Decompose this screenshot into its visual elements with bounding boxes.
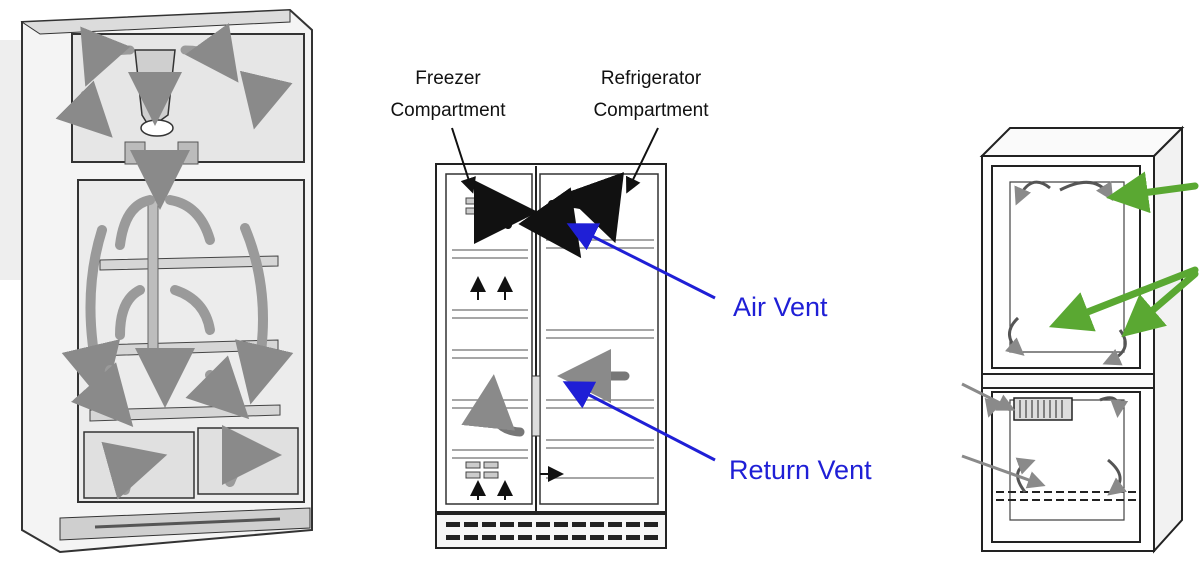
incoming-air-arrow: [961, 454, 1046, 489]
side-by-side-fridge-illustration: Freezer Compartment Refrigerator Compart…: [390, 68, 872, 549]
green-callout-arrows: [1048, 171, 1199, 338]
air-vent-pointer: [566, 223, 716, 300]
freezer-compartment-label-line1: Freezer: [415, 68, 481, 89]
return-vent-airflow-arrows: [461, 349, 630, 437]
incoming-air-arrow: [961, 382, 1016, 411]
air-duct: [147, 199, 159, 351]
upward-airflow-arrows: [470, 276, 513, 500]
shelf: [99, 255, 279, 271]
return-vent-duct: [531, 375, 541, 437]
fridge-airflow-arrows: [61, 150, 294, 500]
freezer-label-pointer: [451, 127, 476, 194]
compartment-separator: [981, 373, 1155, 389]
freezer-vent-icon: [1013, 397, 1073, 421]
background-texture: [0, 40, 22, 280]
top-freezer-fridge-illustration: [0, 8, 313, 554]
refrigerator-compartment-label-line2: Compartment: [593, 100, 709, 121]
return-vent-label: Return Vent: [729, 455, 872, 485]
vent-grille-icon: [177, 141, 199, 165]
fan-icon: [140, 119, 174, 137]
base-grille-slot: [94, 517, 281, 529]
freezer-compartment: [445, 173, 533, 505]
base-grille-slots: [446, 522, 658, 540]
vent-grille-icon: [124, 141, 146, 165]
freezer-vent-slots: [1019, 400, 1063, 418]
base-grille: [435, 513, 667, 549]
air-vent-label: Air Vent: [733, 292, 828, 322]
freezer-compartment-label-line2: Compartment: [390, 100, 506, 121]
cabinet-top: [979, 127, 1185, 157]
freezer-airflow-arrows: [55, 23, 293, 138]
return-vent-pointer: [562, 381, 716, 462]
compartment-back-wall: [1009, 399, 1125, 521]
bottom-freezer-fridge-illustration: [961, 125, 1199, 554]
refrigerator-compartment-label-line1: Refrigerator: [601, 68, 702, 89]
fridge-label-pointer: [626, 127, 659, 194]
